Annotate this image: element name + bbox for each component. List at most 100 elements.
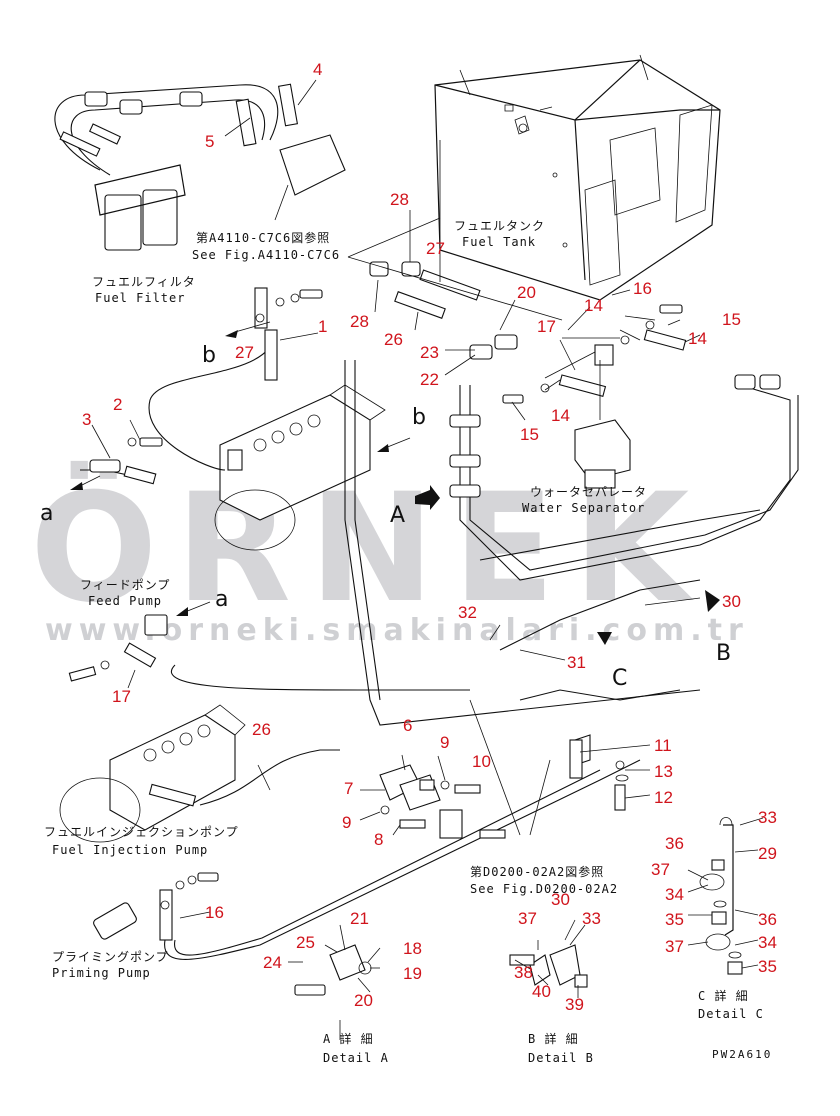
- fuel-tank-label-en: Fuel Tank: [462, 235, 536, 249]
- see-d0200-en: See Fig.D0200-02A2: [470, 882, 618, 896]
- callout-33-b: 33: [582, 909, 601, 928]
- detail-b-drawing: [509, 919, 588, 988]
- callout-20-tank: 20: [517, 283, 536, 302]
- arrow-letter-b-right: b: [412, 405, 426, 430]
- callout-15-right: 15: [722, 310, 741, 329]
- detail-b-label-jp: B 詳 細: [528, 1031, 579, 1046]
- callout-4: 4: [313, 60, 322, 79]
- detail-c-label-en: Detail C: [698, 1007, 764, 1021]
- callout-29: 29: [758, 844, 777, 863]
- callout-35-top: 35: [665, 910, 684, 929]
- labels: フュエルフィルタ Fuel Filter 第A4110-C7C6図参照 See …: [44, 219, 772, 1065]
- leader-lines: [91, 79, 764, 998]
- callout-34-top: 34: [665, 885, 684, 904]
- arrow-letters: b b a a A B C: [40, 343, 731, 691]
- feed-pump-label-jp: フィードポンプ: [80, 578, 170, 592]
- callout-30-top: 30: [722, 592, 741, 611]
- callout-17-tank: 17: [537, 317, 556, 336]
- callout-20-detail: 20: [354, 991, 373, 1010]
- callout-1: 1: [318, 317, 327, 336]
- see-a4110-jp: 第A4110-C7C6図参照: [196, 230, 330, 245]
- callout-23: 23: [420, 343, 439, 362]
- callout-numbers: 4 5 28 27 20 28 26 23 22 1 27 2 3 17 14 …: [82, 60, 777, 1014]
- callout-7: 7: [344, 779, 353, 798]
- fuel-filter-label-en: Fuel Filter: [95, 291, 185, 305]
- priming-pump-drawing: [93, 872, 219, 941]
- callout-28-top: 28: [390, 190, 409, 209]
- feed-pump-label-en: Feed Pump: [88, 594, 162, 608]
- callout-14-mid: 14: [551, 406, 570, 425]
- callout-27-left: 27: [235, 343, 254, 362]
- callout-36-top: 36: [665, 834, 684, 853]
- detail-a-drawing: [288, 944, 372, 1040]
- arrow-letter-b-top: b: [202, 343, 216, 368]
- callout-30-detail: 30: [551, 890, 570, 909]
- detail-b-label-en: Detail B: [528, 1051, 594, 1065]
- callout-9-top: 9: [440, 733, 449, 752]
- callout-37-top: 37: [651, 860, 670, 879]
- arrow-letter-B: B: [716, 641, 731, 666]
- detail-a-label-jp: A 詳 細: [323, 1031, 374, 1046]
- water-separator-drawing: [574, 360, 631, 489]
- callout-21: 21: [350, 909, 369, 928]
- injection-pump-label-jp: フュエルインジェクションポンプ: [44, 825, 239, 839]
- bracket-drawing: [379, 734, 629, 839]
- callout-16-priming: 16: [205, 903, 224, 922]
- callout-27-tank: 27: [426, 239, 445, 258]
- fuel-tank-label-jp: フュエルタンク: [454, 219, 545, 233]
- callout-25: 25: [296, 933, 315, 952]
- callout-17-feed: 17: [112, 687, 131, 706]
- callout-35-bottom: 35: [758, 957, 777, 976]
- water-separator-label-jp: ウォータセパレータ: [530, 485, 647, 499]
- fuel-filter-label-jp: フュエルフィルタ: [92, 275, 196, 289]
- callout-15-mid: 15: [520, 425, 539, 444]
- detail-a-label-en: Detail A: [323, 1051, 389, 1065]
- arrow-letter-a-feed: a: [215, 587, 228, 612]
- priming-pump-label-jp: プライミングポンプ: [52, 950, 169, 964]
- drawing-code: PW2A610: [712, 1048, 772, 1061]
- arrow-letter-a-left: a: [40, 501, 53, 526]
- callout-24: 24: [263, 953, 282, 972]
- detail-c-label-jp: C 詳 細: [698, 988, 749, 1003]
- injection-pump-drawing: [59, 704, 340, 843]
- callout-39: 39: [565, 995, 584, 1014]
- callout-37-bottom: 37: [665, 937, 684, 956]
- callout-3: 3: [82, 410, 91, 429]
- callout-32: 32: [458, 603, 477, 622]
- arrow-letter-C: C: [612, 666, 627, 691]
- fittings: [369, 261, 781, 498]
- callout-38: 38: [514, 963, 533, 982]
- callout-26-bottom: 26: [252, 720, 271, 739]
- fuel-lines: [164, 360, 799, 960]
- callout-2: 2: [113, 395, 122, 414]
- callout-31: 31: [567, 653, 586, 672]
- injection-pump-label-en: Fuel Injection Pump: [52, 843, 208, 857]
- see-a4110-en: See Fig.A4110-C7C6: [192, 248, 340, 262]
- callout-34-bottom: 34: [758, 933, 777, 952]
- priming-pump-label-en: Priming Pump: [52, 966, 151, 980]
- callout-37-b: 37: [518, 909, 537, 928]
- view-arrows: [70, 321, 720, 645]
- feed-pump-drawing: [68, 287, 323, 682]
- callout-10: 10: [472, 752, 491, 771]
- callout-8: 8: [374, 830, 383, 849]
- fuel-filter-drawing: [54, 83, 346, 251]
- callout-6: 6: [403, 716, 412, 735]
- callout-11: 11: [654, 736, 672, 755]
- callout-12: 12: [654, 788, 673, 807]
- water-separator-label-en: Water Separator: [522, 501, 645, 515]
- callout-13: 13: [654, 762, 673, 781]
- fuel-tank-drawing: [434, 54, 721, 301]
- callout-40: 40: [532, 982, 551, 1001]
- callout-9-bottom: 9: [342, 813, 351, 832]
- callout-14-top: 14: [584, 296, 603, 315]
- arrow-letter-A: A: [390, 503, 405, 528]
- see-d0200-jp: 第D0200-02A2図参照: [470, 864, 604, 879]
- callout-18: 18: [403, 939, 422, 958]
- callout-26-top: 26: [384, 330, 403, 349]
- watermark-logo: ÖRNEK: [30, 460, 707, 636]
- callout-33-c: 33: [758, 808, 777, 827]
- callout-36-bottom: 36: [758, 910, 777, 929]
- engine-block-drawing: [148, 334, 386, 551]
